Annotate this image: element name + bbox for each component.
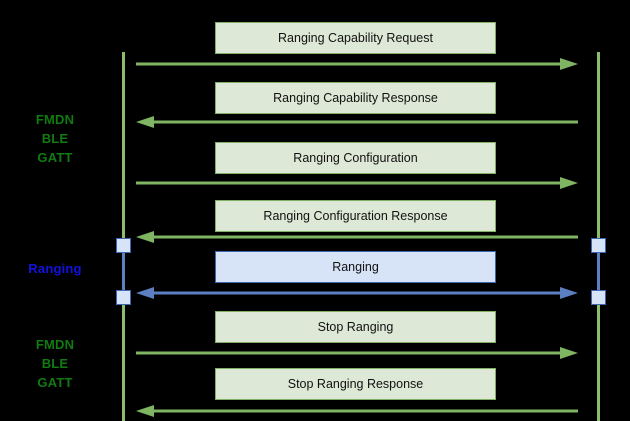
message-box-ranging-configuration[interactable]: Ranging Configuration (215, 142, 496, 174)
phase-label-line-1: Ranging (28, 261, 82, 276)
message-label: Ranging (332, 260, 379, 274)
arrow-left-stop-ranging-response (136, 404, 578, 418)
activation-node-right-top (591, 238, 606, 253)
message-box-ranging[interactable]: Ranging (215, 251, 496, 283)
arrow-right-ranging-configuration (136, 176, 578, 190)
phase-label-line-2: BLE (41, 131, 69, 146)
activation-node-left-bottom (116, 290, 131, 305)
arrow-left-ranging-configuration-response (136, 230, 578, 244)
message-label: Ranging Configuration Response (263, 209, 448, 223)
message-box-ranging-capability-request[interactable]: Ranging Capability Request (215, 22, 496, 54)
message-box-stop-ranging-response[interactable]: Stop Ranging Response (215, 368, 496, 400)
arrow-left-ranging-capability-response (136, 115, 578, 129)
activation-node-left-top (116, 238, 131, 253)
arrow-bidirectional-ranging (136, 286, 578, 300)
phase-label-line-1: FMDN (35, 112, 75, 127)
arrow-right-stop-ranging (136, 346, 578, 360)
phase-label-fmdn-ble-gatt-bottom: FMDN BLE GATT (0, 335, 110, 392)
activation-bar-right (597, 245, 600, 297)
activation-bar-left (122, 245, 125, 297)
phase-label-line-2: BLE (41, 356, 69, 371)
lifeline-left (122, 52, 125, 421)
phase-label-line-3: GATT (37, 150, 73, 165)
phase-label-line-1: FMDN (35, 337, 75, 352)
message-label: Stop Ranging (317, 320, 394, 334)
message-box-ranging-capability-response[interactable]: Ranging Capability Response (215, 82, 496, 114)
lifeline-right (597, 52, 600, 421)
message-box-stop-ranging[interactable]: Stop Ranging (215, 311, 496, 343)
phase-label-line-3: GATT (37, 375, 73, 390)
message-label: Ranging Capability Request (278, 31, 433, 45)
phase-label-fmdn-ble-gatt-top: FMDN BLE GATT (0, 110, 110, 167)
activation-node-right-bottom (591, 290, 606, 305)
message-label: Ranging Configuration (293, 151, 418, 165)
message-box-ranging-configuration-response[interactable]: Ranging Configuration Response (215, 200, 496, 232)
phase-label-ranging: Ranging (0, 259, 110, 278)
arrow-right-ranging-capability-request (136, 57, 578, 71)
message-label: Stop Ranging Response (287, 377, 424, 391)
message-label: Ranging Capability Response (273, 91, 438, 105)
